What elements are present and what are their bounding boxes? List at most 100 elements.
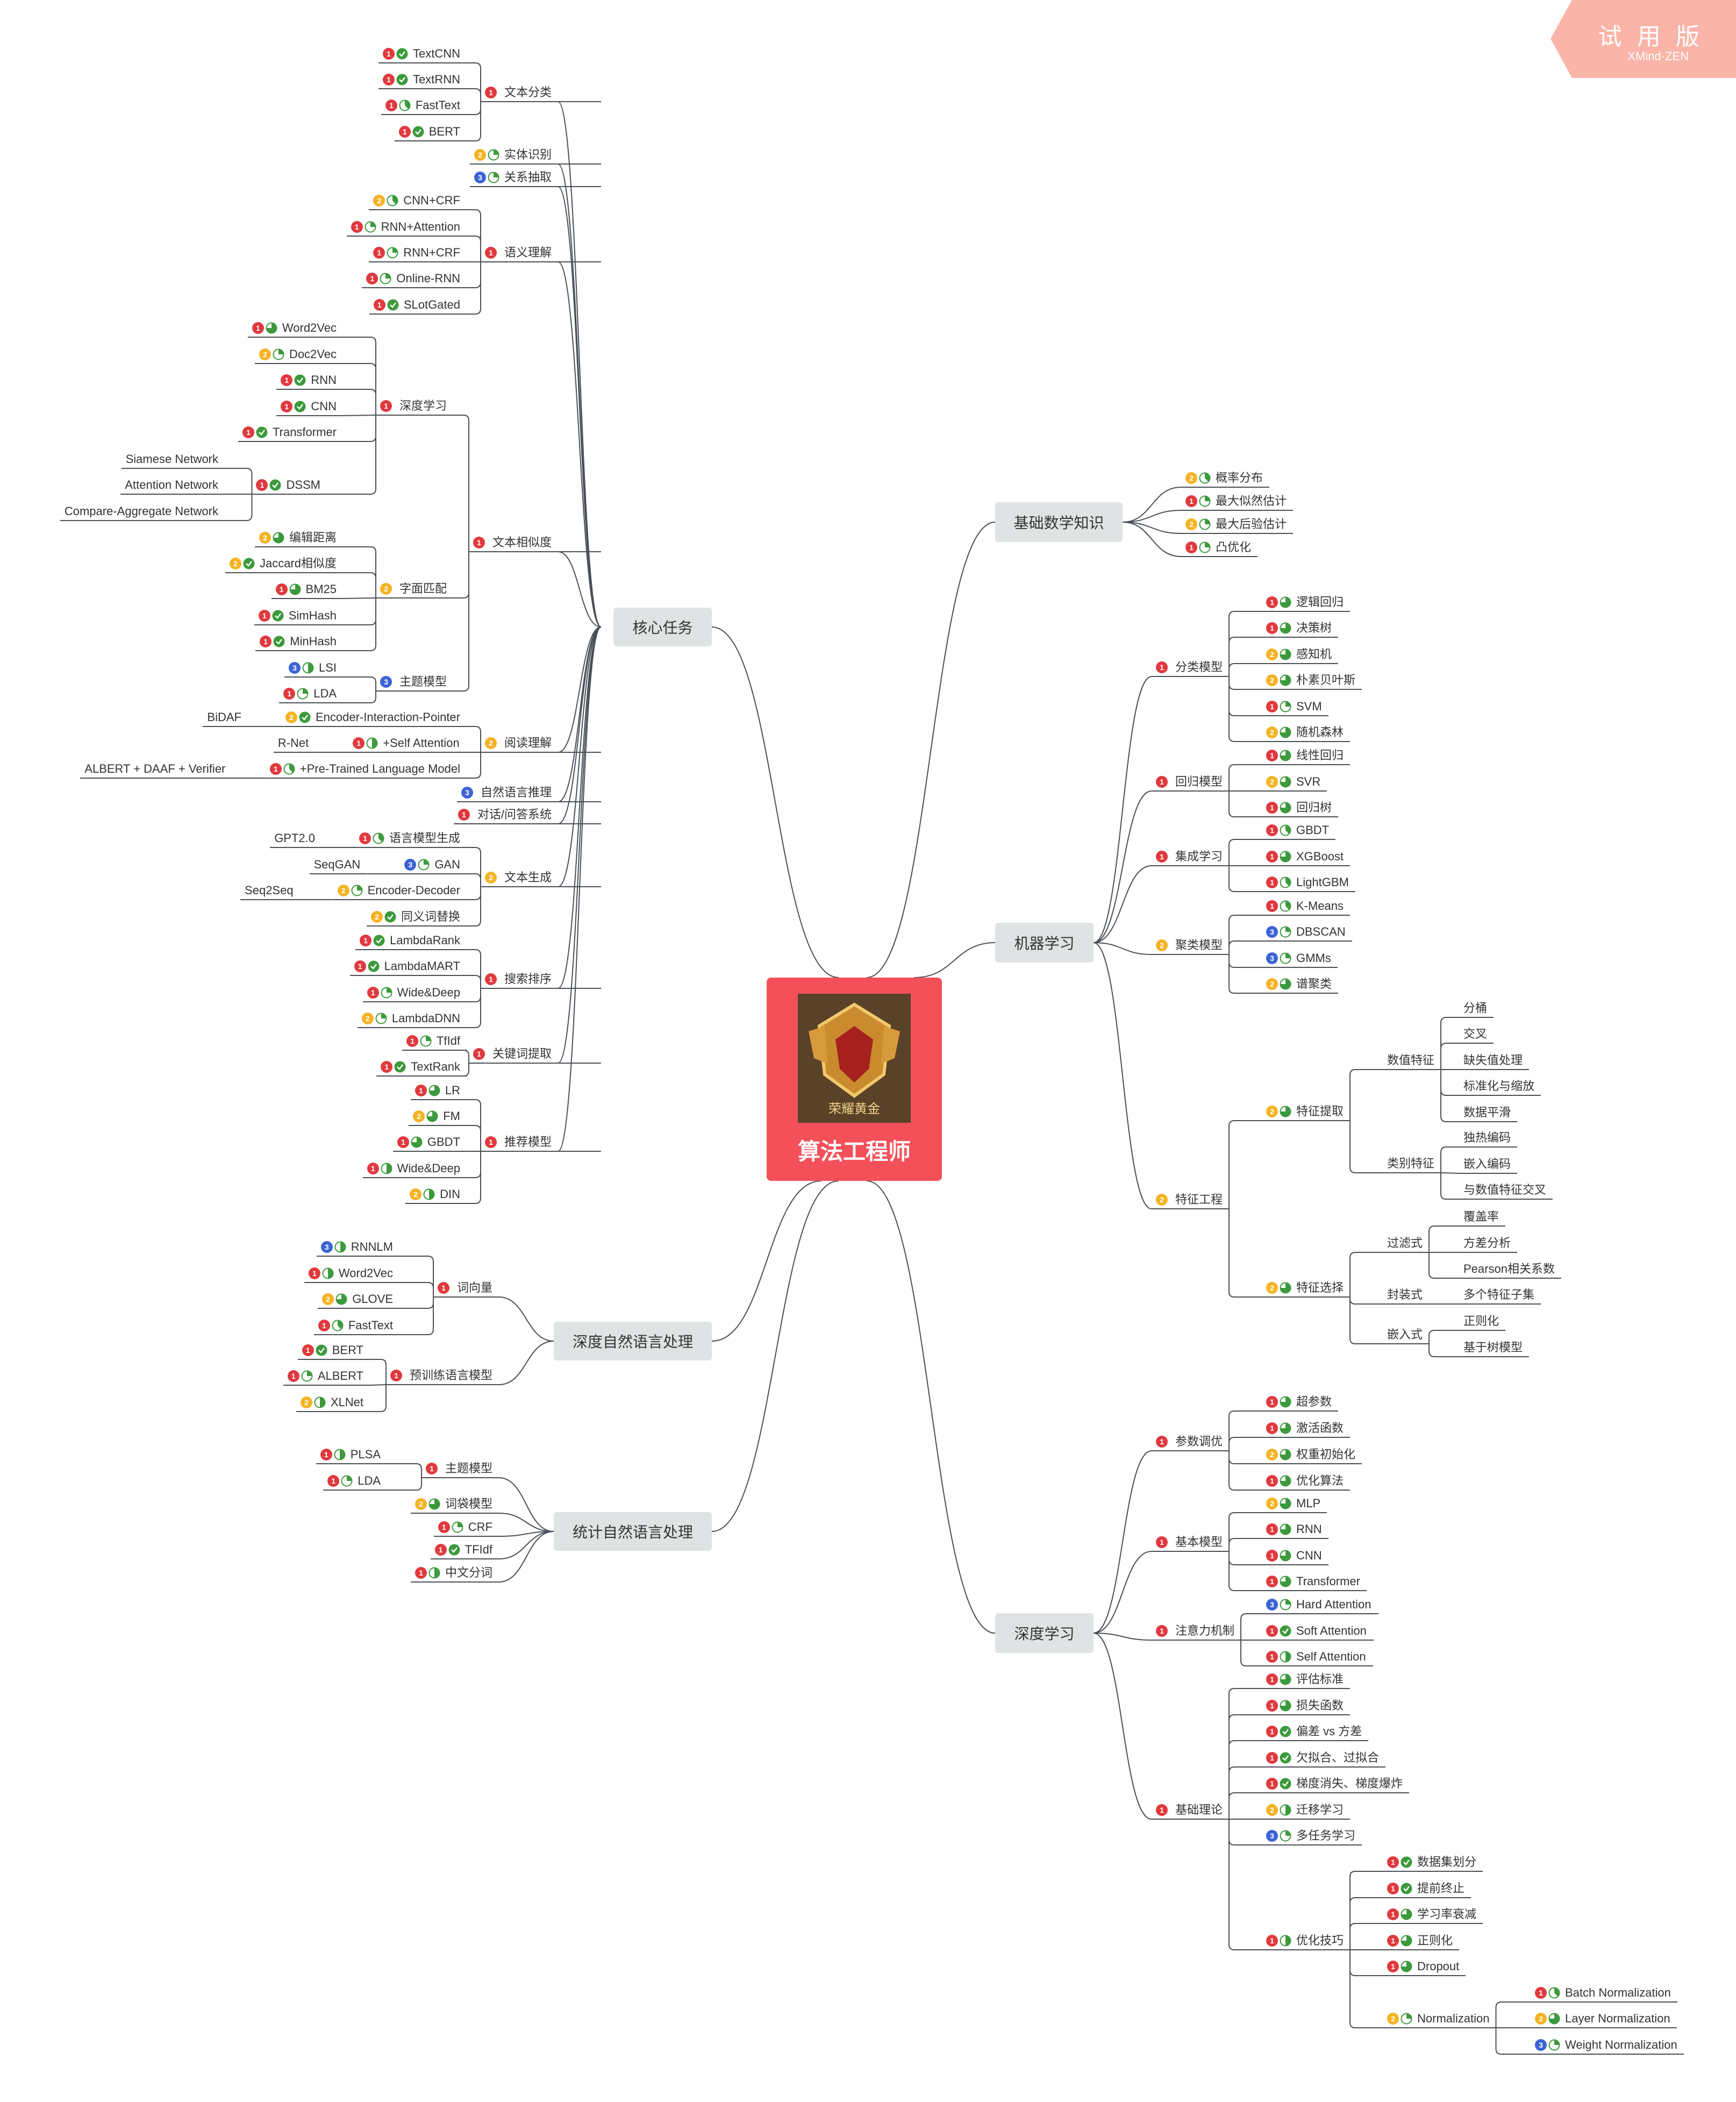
leaf-node-114[interactable]: 嵌入编码 (1463, 1157, 1511, 1171)
leaf-node-22[interactable]: Attention Network (125, 478, 218, 491)
leaf-node-108[interactable]: 交叉 (1463, 1027, 1487, 1041)
topic-node-38[interactable]: 1+Pre-Trained Language Model (269, 761, 460, 775)
branch-deep-learning[interactable]: 深度学习 (995, 1613, 1094, 1653)
leaf-node-44[interactable]: GPT2.0 (274, 831, 315, 845)
leaf-node-118[interactable]: 覆盖率 (1463, 1209, 1499, 1223)
leaf-node-115[interactable]: 与数值特征交叉 (1463, 1182, 1546, 1196)
branch-machine-learning[interactable]: 机器学习 (995, 923, 1094, 963)
topic-node-117[interactable]: 过滤式 (1387, 1236, 1423, 1250)
topic-node-121[interactable]: 封装式 (1387, 1287, 1423, 1301)
leaf-node-46[interactable]: SeqGAN (314, 857, 361, 871)
branch-statistical-nlp[interactable]: 统计自然语言处理 (554, 1512, 712, 1551)
leaf-node-125[interactable]: 基于树模型 (1463, 1340, 1523, 1354)
topic-node-112[interactable]: 类别特征 (1387, 1156, 1434, 1170)
leaf-node-21[interactable]: Siamese Network (126, 452, 218, 466)
leaf-node-35[interactable]: BiDAF (207, 710, 241, 724)
topic-node-123[interactable]: 嵌入式 (1387, 1327, 1423, 1341)
topic-node-106[interactable]: 数值特征 (1387, 1053, 1434, 1067)
leaf-node-119[interactable]: 方差分析 (1463, 1236, 1511, 1250)
leaf-node-39[interactable]: ALBERT + DAAF + Verifier (84, 761, 225, 775)
branch-core-tasks[interactable]: 核心任务 (613, 608, 712, 646)
